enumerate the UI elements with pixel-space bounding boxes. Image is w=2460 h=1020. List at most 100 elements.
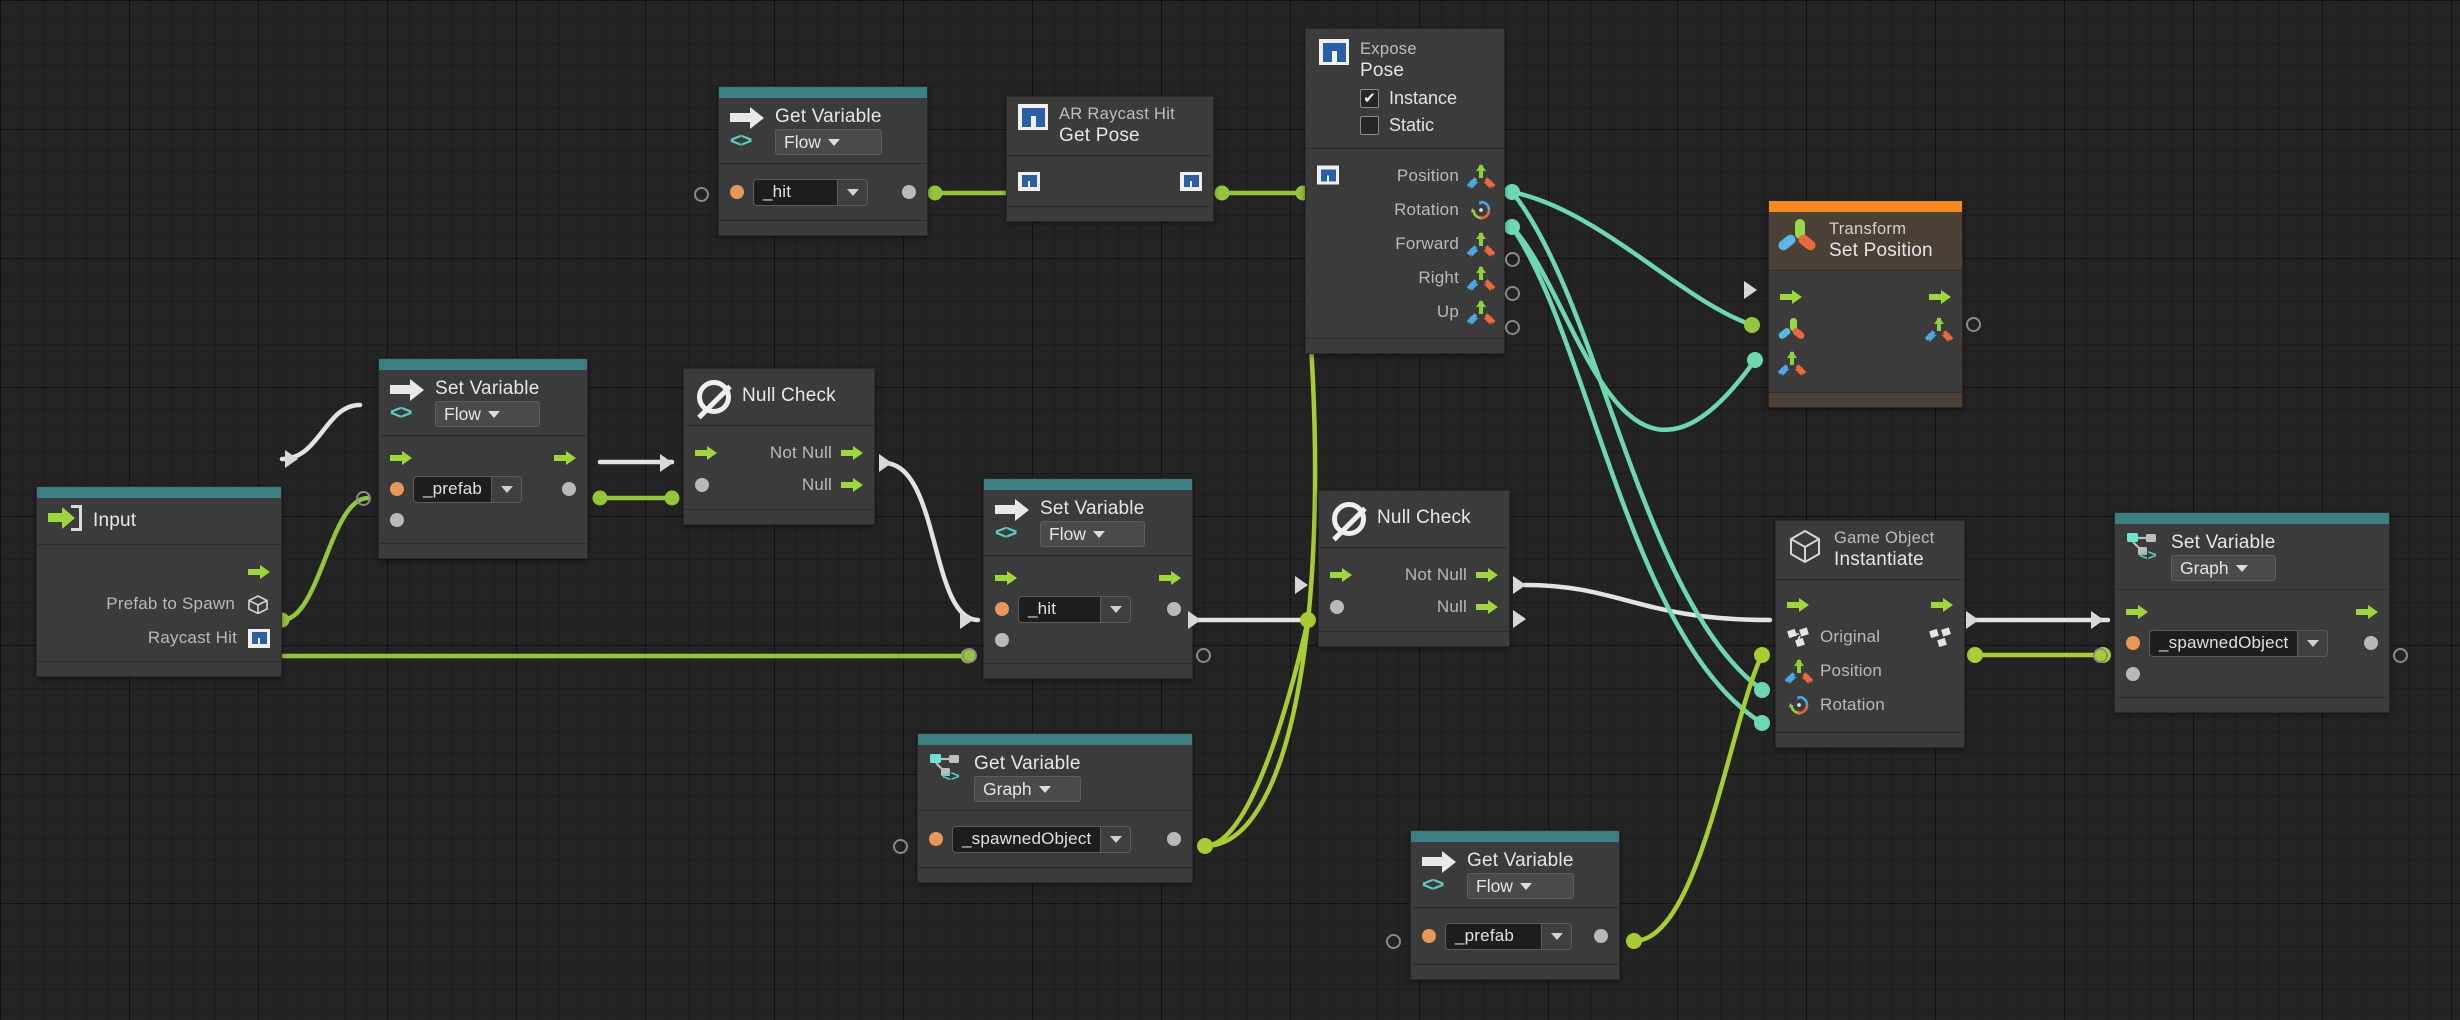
instance-checkbox[interactable]: ✔ xyxy=(1360,89,1379,108)
flow-row[interactable] xyxy=(379,445,587,471)
input-port-value[interactable] xyxy=(390,482,404,496)
expose-up-connector[interactable] xyxy=(1505,320,1520,335)
null-row[interactable]: Null xyxy=(1319,591,1509,623)
input-port-value[interactable] xyxy=(995,602,1009,616)
variable-kind-dropdown[interactable]: Flow xyxy=(435,401,540,427)
get-spawned-name-connector[interactable] xyxy=(893,839,908,854)
output-port-right[interactable]: Right xyxy=(1306,261,1504,295)
input-port-object[interactable] xyxy=(995,633,1009,647)
value-row[interactable]: _prefab xyxy=(1411,919,1619,953)
nullcheck2-flow-in-connector[interactable] xyxy=(1295,576,1308,594)
position-row[interactable] xyxy=(1769,346,1962,380)
value-row[interactable]: _hit xyxy=(719,175,927,209)
output-port-rotation[interactable]: Rotation xyxy=(1306,193,1504,227)
input-port-value[interactable] xyxy=(1330,600,1344,614)
object-row[interactable] xyxy=(379,507,587,533)
input-port-object[interactable] xyxy=(390,513,404,527)
expose-forward-connector[interactable] xyxy=(1505,252,1520,267)
variable-kind-dropdown[interactable]: Graph xyxy=(974,776,1081,802)
set-variable-prefab-node[interactable]: <> Set Variable Flow _prefab xyxy=(378,358,588,559)
set-prefab-object-connector[interactable] xyxy=(356,491,371,506)
output-port-raycast-hit[interactable]: Raycast Hit xyxy=(37,621,281,655)
not-null-row[interactable]: Not Null xyxy=(684,437,874,469)
variable-name-dropdown[interactable] xyxy=(491,475,523,503)
variable-name-field[interactable]: _spawnedObject xyxy=(2149,629,2329,657)
input-port-name[interactable] xyxy=(929,832,943,846)
expose-pose-node[interactable]: Expose Pose ✔ Instance Static Position R… xyxy=(1305,28,1505,354)
expose-right-connector[interactable] xyxy=(1505,286,1520,301)
input-port-value[interactable] xyxy=(2126,636,2140,650)
get-prefab-name-connector[interactable] xyxy=(1386,934,1401,949)
get-variable-prefab-node[interactable]: <> Get Variable Flow _prefab xyxy=(1410,830,1620,980)
set-spawned-flow-in-connector[interactable] xyxy=(2091,611,2104,629)
flow-row[interactable] xyxy=(1769,282,1962,312)
variable-name-dropdown[interactable] xyxy=(1100,595,1131,623)
null-check-node-2[interactable]: Null Check Not Null Null xyxy=(1318,490,1510,647)
get-variable-spawnedobject-node[interactable]: <> Get Variable Graph _spawnedObject xyxy=(917,733,1193,883)
variable-kind-dropdown[interactable]: Graph xyxy=(2171,555,2276,581)
input-port-hit-icon[interactable] xyxy=(1018,171,1040,191)
nullcheck1-flow-in-connector[interactable] xyxy=(660,454,673,472)
game-object-instantiate-node[interactable]: Game Object Instantiate Original xyxy=(1775,520,1965,748)
input-node[interactable]: Input Prefab to Spawn Raycast Hit xyxy=(36,486,282,677)
output-port-prefab-to-spawn[interactable]: Prefab to Spawn xyxy=(37,587,281,621)
ar-raycast-hit-get-pose-node[interactable]: AR Raycast Hit Get Pose xyxy=(1006,96,1214,222)
null-check-node-1[interactable]: Null Check Not Null Null xyxy=(683,368,875,525)
output-port-flow[interactable] xyxy=(37,557,281,587)
static-checkbox-row[interactable]: Static xyxy=(1360,115,1457,136)
variable-name-input[interactable]: _hit xyxy=(753,178,837,206)
variable-name-dropdown[interactable] xyxy=(1541,922,1572,950)
value-row[interactable]: _spawnedObject xyxy=(2115,625,2389,661)
set-hit-value-out-connector[interactable] xyxy=(1196,648,1211,663)
variable-name-field[interactable]: _prefab xyxy=(413,475,523,503)
output-port-up[interactable]: Up xyxy=(1306,295,1504,329)
transform-value-out-connector[interactable] xyxy=(1966,317,1981,332)
variable-name-field[interactable]: _spawnedObject xyxy=(952,825,1132,853)
set-hit-flow-in-connector[interactable] xyxy=(960,611,973,629)
static-checkbox[interactable] xyxy=(1360,116,1379,135)
variable-name-field[interactable]: _prefab xyxy=(1445,922,1572,950)
set-spawned-value-in-connector[interactable] xyxy=(2093,648,2108,663)
input-port-name[interactable] xyxy=(1422,929,1436,943)
input-port-value[interactable] xyxy=(695,478,709,492)
input-port-name[interactable] xyxy=(730,185,744,199)
pose-row[interactable] xyxy=(1007,165,1213,197)
null-row[interactable]: Null xyxy=(684,469,874,501)
get-hit-name-connector[interactable] xyxy=(694,187,709,202)
variable-kind-dropdown[interactable]: Flow xyxy=(775,129,882,155)
set-variable-hit-node[interactable]: <> Set Variable Flow _hit xyxy=(983,478,1193,679)
rotation-row[interactable]: Rotation xyxy=(1776,688,1964,722)
output-port-position[interactable]: Position xyxy=(1306,159,1504,193)
variable-name-input[interactable]: _prefab xyxy=(1445,922,1541,950)
value-row[interactable]: _spawnedObject xyxy=(918,822,1192,856)
output-port-value[interactable] xyxy=(562,482,576,496)
object-row[interactable] xyxy=(2115,661,2389,687)
get-variable-hit-node[interactable]: <> Get Variable Flow _hit xyxy=(718,86,928,236)
nullcheck2-not-null-connector[interactable] xyxy=(1513,576,1526,594)
variable-name-field[interactable]: _hit xyxy=(1018,595,1131,623)
variable-name-input[interactable]: _spawnedObject xyxy=(2149,629,2298,657)
output-port-pose-icon[interactable] xyxy=(1180,171,1202,191)
variable-name-dropdown[interactable] xyxy=(837,178,868,206)
output-port-value[interactable] xyxy=(1594,929,1608,943)
input-port-object[interactable] xyxy=(2126,667,2140,681)
set-hit-flow-out-connector[interactable] xyxy=(1188,611,1201,629)
output-port-value[interactable] xyxy=(2364,636,2378,650)
value-row[interactable]: _prefab xyxy=(379,471,587,507)
variable-name-input[interactable]: _hit xyxy=(1018,595,1100,623)
not-null-row[interactable]: Not Null xyxy=(1319,559,1509,591)
variable-kind-dropdown[interactable]: Flow xyxy=(1467,873,1574,899)
original-row[interactable]: Original xyxy=(1776,620,1964,654)
nullcheck1-not-null-connector[interactable] xyxy=(879,454,892,472)
output-port-value[interactable] xyxy=(1167,832,1181,846)
set-spawned-value-out-connector[interactable] xyxy=(2393,648,2408,663)
output-port-value[interactable] xyxy=(902,185,916,199)
instantiate-flow-out-connector[interactable] xyxy=(1966,611,1979,629)
transform-set-position-node[interactable]: Transform Set Position xyxy=(1768,200,1963,408)
target-row[interactable] xyxy=(1769,312,1962,346)
variable-kind-dropdown[interactable]: Flow xyxy=(1040,521,1145,547)
flow-row[interactable] xyxy=(2115,599,2389,625)
output-port-forward[interactable]: Forward xyxy=(1306,227,1504,261)
flow-row[interactable] xyxy=(1776,590,1964,620)
value-row[interactable]: _hit xyxy=(984,591,1192,627)
